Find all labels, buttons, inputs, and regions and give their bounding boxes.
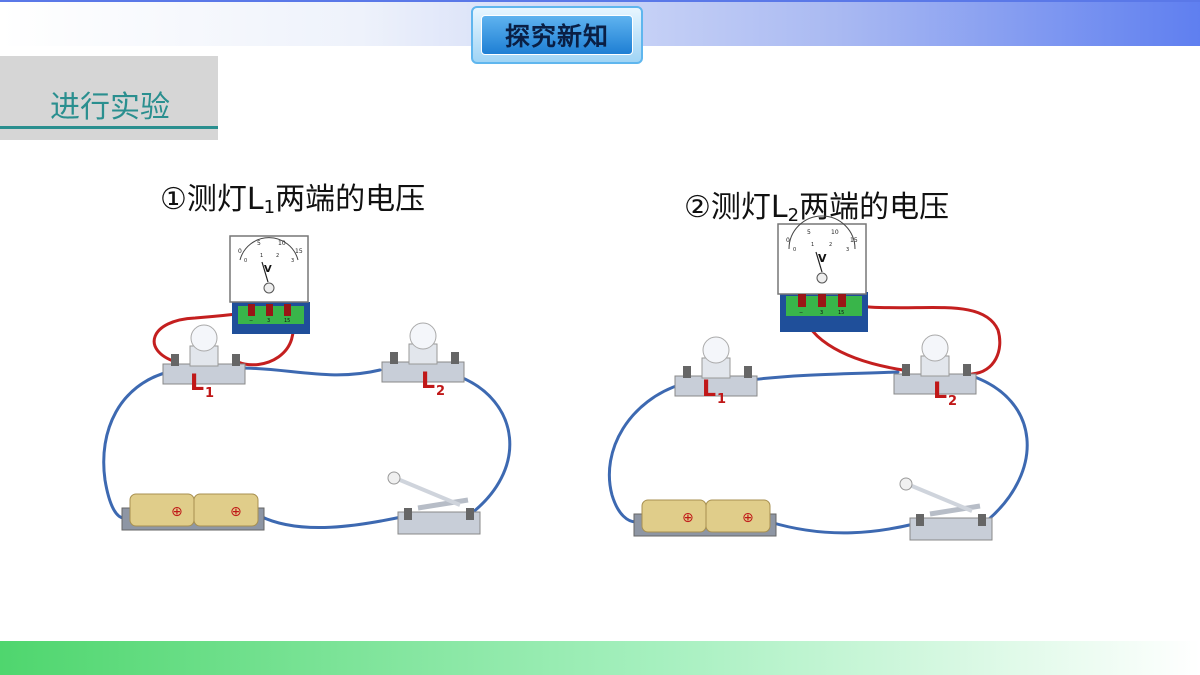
meter-scale-top: 0 [786,237,790,244]
meter-wire [820,298,1002,376]
meter-scale-bottom: 0 [244,258,247,264]
meter-terminal-label: 15 [284,318,290,324]
battery-holder-1: ⊕ ⊕ [121,493,265,531]
meter-scale-bottom: 0 [793,247,796,253]
header-line [0,0,1200,2]
caption-index: ① [160,182,187,217]
caption-experiment-2: ②测灯L2两端的电压 [684,182,949,226]
caption-pre: 测灯L [710,190,788,225]
caption-experiment-1: ①测灯L1两端的电压 [160,174,425,218]
battery-cell-symbol: ⊕ [230,504,242,520]
section-underline [0,126,218,129]
meter-scale-bottom: 3 [291,258,294,264]
wire [970,374,1029,522]
voltmeter-1: 0 5 10 15 0 1 2 3 V − 3 15 [229,235,310,334]
caption-sub: 1 [263,197,276,218]
wire [258,514,408,529]
wire [238,366,382,377]
circuit-diagram-2: 0 5 10 15 0 1 2 3 V − 3 15 L 1 L 2 ⊕ ⊕ [607,215,1029,541]
caption-pre: 测灯L [186,182,264,217]
meter-scale-top: 15 [850,237,858,244]
meter-scale-top: 5 [257,240,261,247]
footer-band [0,641,1200,675]
meter-scale-bottom: 1 [260,253,263,259]
switch-2 [899,477,993,541]
lamp-label-letter: L [933,379,947,404]
meter-terminal-label: − [799,310,803,316]
lamp-holder-1 [162,324,246,385]
lamp-label-letter: L [421,369,435,394]
lamp-label-sub: 2 [948,394,957,409]
meter-terminal-label: 3 [267,318,270,324]
meter-terminal-label: 3 [820,310,823,316]
meter-unit: V [264,264,272,275]
battery-holder-2: ⊕ ⊕ [633,499,777,537]
header-badge: 探究新知 [471,6,643,64]
lamp-label-letter: L [190,371,204,396]
meter-scale-bottom: 3 [846,247,849,253]
lamp-label-sub: 1 [205,386,214,401]
meter-scale-top: 0 [238,248,242,255]
meter-scale-bottom: 1 [811,242,814,248]
meter-scale-top: 15 [295,248,303,255]
lamp-label-letter: L [702,377,716,402]
lamp-label-sub: 2 [436,384,445,399]
header-badge-title: 探究新知 [481,15,633,55]
caption-post: 两端的电压 [275,182,426,217]
wire [748,370,900,382]
lamp-holder-1 [674,336,758,397]
caption-index: ② [684,190,711,225]
switch-1 [387,471,481,535]
wire [607,382,684,524]
battery-cell-symbol: ⊕ [742,510,754,526]
battery-cell-symbol: ⊕ [171,504,183,520]
meter-scale-bottom: 2 [276,253,279,259]
caption-sub: 2 [787,205,800,226]
caption-post: 两端的电压 [799,190,950,225]
battery-cell-symbol: ⊕ [682,510,694,526]
circuit-diagram-1: 0 5 10 15 0 1 2 3 V − 3 15 L 1 L 2 [102,235,512,535]
lamp-holder-2 [893,334,977,395]
wire [768,520,916,535]
voltmeter-2: 0 5 10 15 0 1 2 3 V − 3 15 [777,215,868,332]
wire [456,374,512,518]
section-title: 进行实验 [50,90,170,125]
meter-scale-bottom: 2 [829,242,832,248]
lamp-label-sub: 1 [717,392,726,407]
meter-terminal-label: 15 [838,310,844,316]
meter-scale-top: 5 [807,229,811,236]
lamp-holder-2 [381,322,465,383]
meter-scale-top: 10 [278,240,286,247]
meter-unit: V [818,252,827,265]
wire [102,370,170,520]
meter-terminal-label: − [249,318,253,324]
meter-scale-top: 10 [831,229,839,236]
